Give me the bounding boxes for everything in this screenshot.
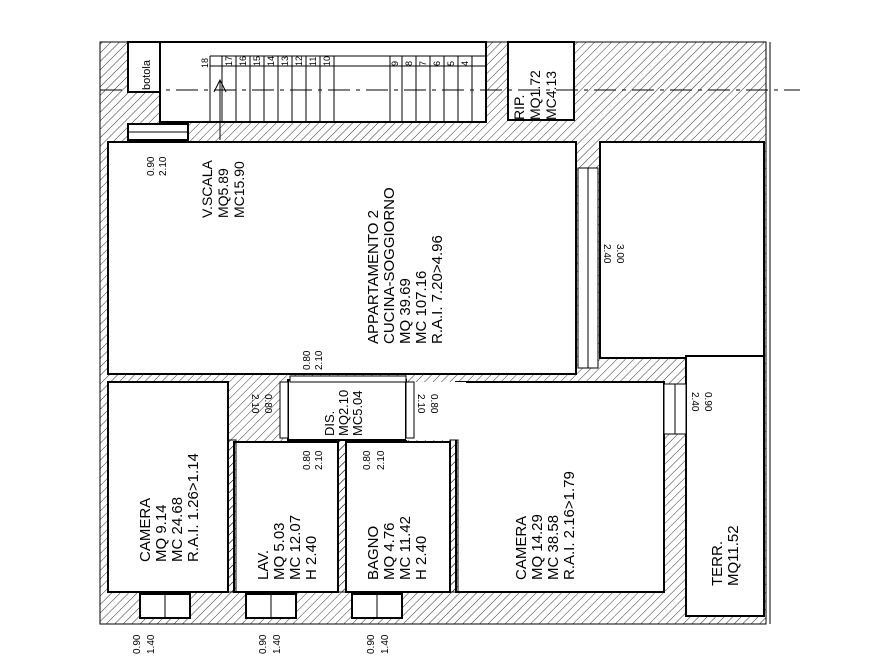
cam1-mq: MQ 9.14: [153, 504, 170, 562]
window-dim: 1.40: [146, 634, 157, 654]
door-dim: 0.90: [702, 392, 713, 412]
lav-mq: MQ 5.03: [271, 522, 288, 580]
stair-number: 10: [322, 56, 332, 66]
stair-number: 13: [280, 56, 290, 66]
botola-label: botola: [141, 59, 153, 90]
hatch-box: [127, 41, 161, 93]
stair-number: 12: [294, 56, 304, 66]
terrace-upper: [599, 141, 765, 359]
bedroom-1: [107, 381, 229, 593]
cam1-name: CAMERA: [137, 498, 154, 562]
app-rai: R.A.I. 7.20>4.96: [429, 235, 446, 344]
app-room: CUCINA-SOGGIORNO: [381, 187, 398, 344]
rip-mc: MC4.13: [543, 71, 559, 120]
vscala-name: V.SCALA: [199, 159, 215, 218]
terr-name: TERR.: [709, 541, 726, 586]
stair-number: 4: [460, 61, 470, 66]
door-dim: 0.80: [302, 350, 313, 370]
cam2-name: CAMERA: [513, 516, 530, 580]
window-dim: 3.00: [614, 244, 625, 264]
lav-name: LAV.: [255, 550, 272, 580]
cam2-mc: MC 38.58: [545, 515, 562, 580]
window-dim: 0.90: [132, 634, 143, 654]
stair-number: 16: [238, 56, 248, 66]
bagno-mq: MQ 4.76: [381, 522, 398, 580]
vscala-mq: MQ5.89: [215, 168, 231, 218]
cam1-mc: MC 24.68: [169, 497, 186, 562]
door-dim: 0.90: [146, 156, 157, 176]
door-dim: 2.10: [415, 394, 426, 414]
door-dim: 2.10: [158, 156, 169, 176]
kitchen-living-room: [107, 141, 577, 375]
app-mq: MQ 39.69: [397, 278, 414, 344]
openings: [127, 123, 687, 619]
stair-number: 6: [432, 61, 442, 66]
door-dim: 0.80: [362, 450, 373, 470]
stair-number: 9: [390, 61, 400, 66]
stair-number: 11: [308, 57, 318, 66]
stair-number: 7: [418, 61, 428, 66]
app-mc: MC 107.16: [413, 271, 430, 344]
door-dim: 2.10: [249, 394, 260, 414]
stair-number: 14: [266, 56, 276, 66]
door-dim: 2.10: [314, 350, 325, 370]
door-dis-top: [289, 375, 407, 383]
labels: botola 18 17 16 15 14 13 12 11 10 9 8 7 …: [132, 56, 742, 654]
window-dim: 0.90: [366, 634, 377, 654]
lav-mc: MC 12.07: [287, 515, 304, 580]
rooms: [107, 41, 765, 617]
cam2-rai: R.A.I. 2.16>1.79: [561, 471, 578, 580]
bagno-name: BAGNO: [365, 526, 382, 580]
stair-treads: [209, 55, 487, 140]
door-dim: 0.80: [302, 450, 313, 470]
bathroom: [345, 441, 451, 593]
door-dim: 2.40: [689, 392, 700, 412]
dis-name: DIS.: [322, 411, 337, 436]
dis-mq: MQ2.10: [336, 390, 351, 436]
door-dim: 0.80: [262, 394, 273, 414]
door-dim: 2.10: [376, 450, 387, 470]
lav-h: H 2.40: [303, 536, 320, 580]
stair-number: 15: [252, 56, 262, 66]
door-dim: 0.80: [428, 394, 439, 414]
dis-mc: MC5.04: [350, 390, 365, 436]
stair-area: [159, 41, 487, 123]
terr-mq: MQ11.52: [725, 525, 742, 586]
door-dim: 2.10: [314, 450, 325, 470]
stair-number-18: 18: [200, 58, 210, 68]
window-dim: 1.40: [380, 634, 391, 654]
rip-mq: MQ1.72: [527, 70, 543, 120]
vscala-mc: MC15.90: [231, 161, 247, 218]
bedroom-2: [455, 381, 665, 593]
window-dim: 0.90: [258, 634, 269, 654]
rip-name: RIP.: [511, 95, 527, 120]
door-dis-left: [279, 381, 289, 439]
door-dis-right: [405, 381, 415, 439]
stair-number: 17: [224, 56, 234, 66]
terrace-lower: [685, 355, 765, 617]
window-dim: 2.40: [601, 244, 612, 264]
window-dim: 1.40: [272, 634, 283, 654]
stair-number: 8: [404, 61, 414, 66]
stair-number: 5: [446, 61, 456, 66]
bagno-h: H 2.40: [413, 536, 430, 580]
app-title: APPARTAMENTO 2: [365, 210, 382, 344]
cam1-rai: R.A.I. 1.26>1.14: [185, 453, 202, 562]
bagno-mc: MC 11.42: [397, 516, 414, 580]
rip-room: [507, 41, 575, 121]
cam2-mq: MQ 14.29: [529, 514, 546, 580]
